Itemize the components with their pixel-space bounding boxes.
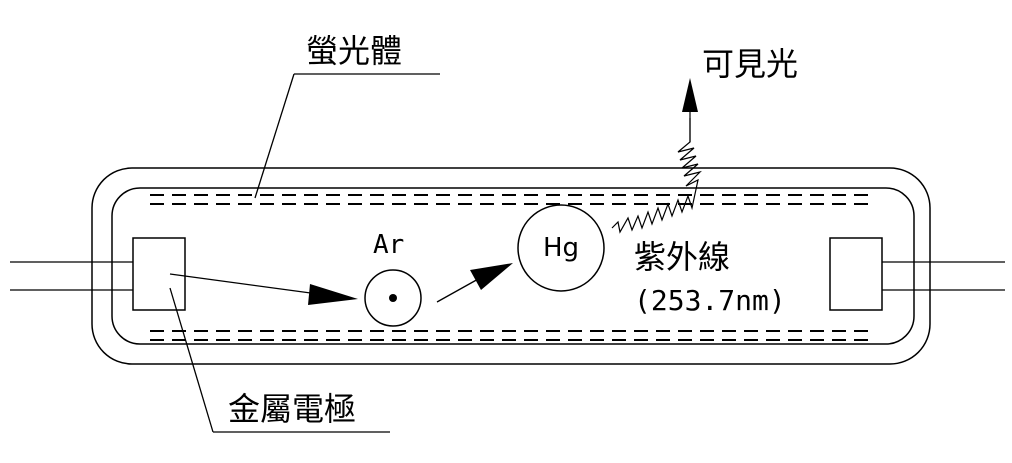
electrode-leader [169,287,214,433]
electron-arrow-shaft [169,273,319,295]
excitation-arrow-shaft [436,277,481,303]
excitation-arrow-head [470,263,513,290]
uv-ray [611,118,702,234]
argon-label: Ar [373,230,404,260]
wavelength-label: (253.7nm) [634,284,786,317]
phosphor-leader [254,73,295,199]
electron-arrow-head [308,284,358,305]
visible-light-label: 可見光 [702,45,798,83]
argon-nucleus [389,294,397,302]
electrode-label: 金屬電極 [228,390,356,428]
mercury-label: Hg [543,233,579,263]
inner-tube [111,187,915,345]
outer-tube [91,167,931,365]
mercury-atom [517,204,605,292]
left-electrode [132,237,186,311]
visible-light-arrow-head [682,78,698,112]
phosphor-label: 螢光體 [306,32,402,70]
right-electrode [829,237,883,311]
ultraviolet-label: 紫外線 [634,238,730,276]
